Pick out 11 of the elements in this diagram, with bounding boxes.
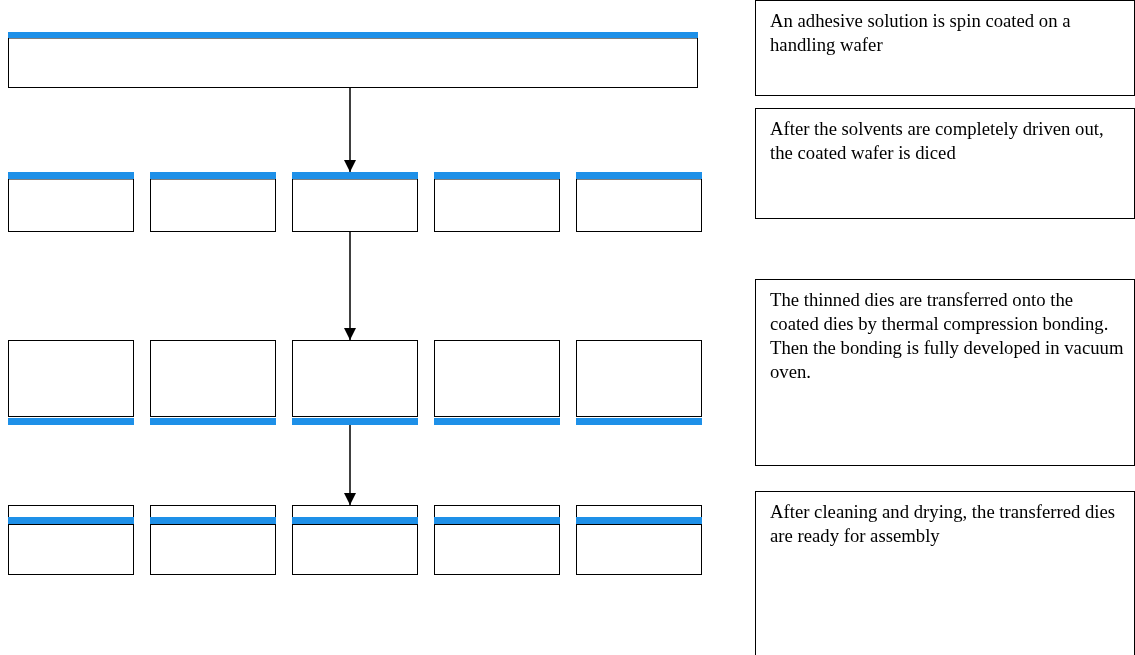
coated-wafer-drawing — [8, 32, 698, 88]
step-description-box: An adhesive solution is spin coated on a handling wafer — [755, 0, 1135, 96]
step-description-box: After cleaning and drying, the transferred dies are ready for assembly — [755, 491, 1135, 655]
arrow — [344, 424, 356, 506]
arrow — [344, 231, 356, 341]
step-description-box: After the solvents are completely driven out, the coated wafer is diced — [755, 108, 1135, 219]
transferred-dies-drawing — [8, 505, 704, 575]
step-description-box: The thinned dies are transferred onto the coated dies by thermal compression bonding. Then the bonding is fully developed in vacuum oven. — [755, 279, 1135, 466]
bonded-dies-drawing — [8, 340, 704, 425]
arrow — [344, 87, 356, 173]
diced-wafer-drawing — [8, 172, 704, 232]
